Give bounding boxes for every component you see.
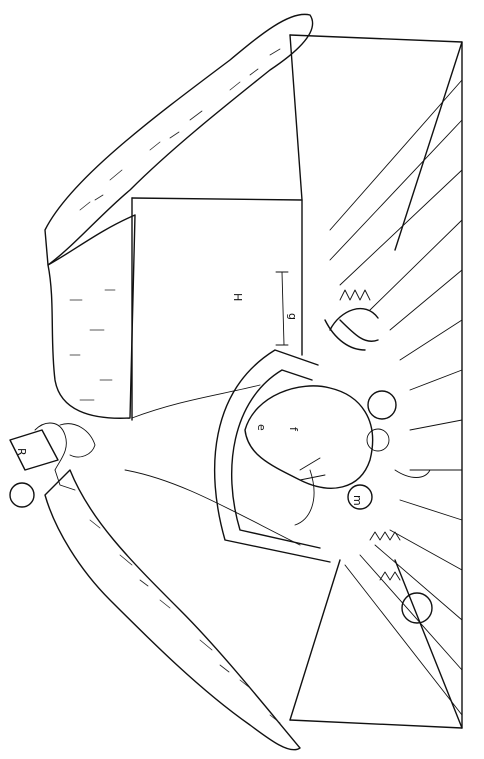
lower-wing [44, 469, 301, 751]
small-character [9, 422, 96, 508]
label-h: H [231, 293, 244, 301]
label-f: f [287, 427, 300, 432]
label-g: g [286, 313, 299, 320]
stage-arch [213, 349, 331, 563]
upper-wing [44, 13, 314, 266]
floor-lines [124, 384, 301, 546]
creature-figure [244, 307, 431, 526]
grass-texture [339, 289, 401, 581]
label-e: e [255, 424, 268, 431]
label-m: m [351, 495, 364, 506]
label-r: R [15, 448, 28, 456]
middle-fur-band [47, 214, 136, 419]
light-rays [329, 79, 463, 716]
room-frame [289, 34, 463, 729]
back-wall [131, 197, 303, 421]
ball [401, 592, 433, 624]
